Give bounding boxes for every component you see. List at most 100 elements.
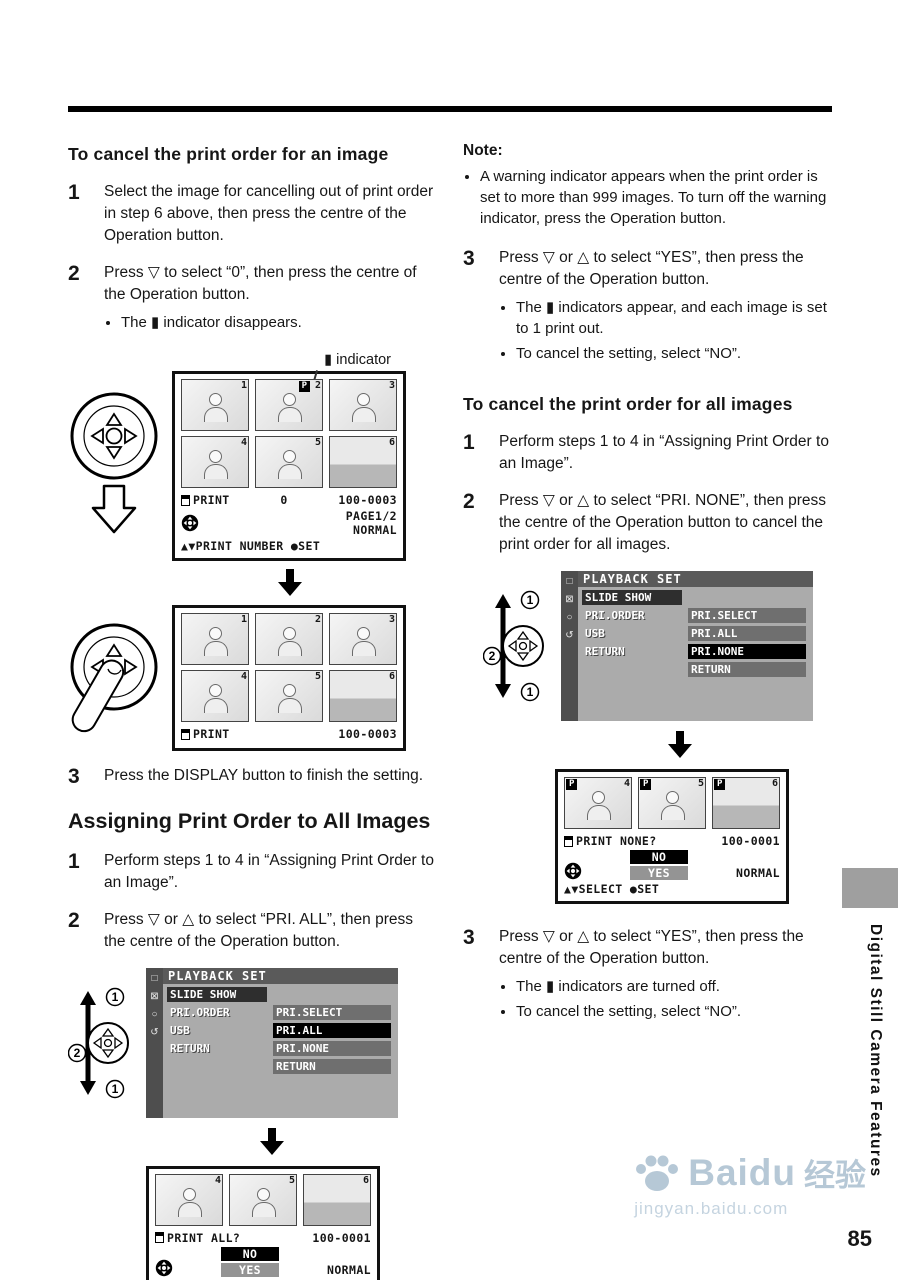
step-number: 3 [463,247,475,270]
thumbnail: 1 [181,613,249,665]
menu-tab-icon: □ [151,972,158,984]
print-mark: P [298,381,310,392]
menu-tab-icon: ↺ [565,630,574,641]
thumbnail: 6 [329,436,397,488]
menu-item-slide-show: SLIDE SHOW [167,986,267,1002]
step-number: 1 [463,431,475,454]
menu-item-usb: USB [585,627,605,640]
submenu-pri-select: PRI.SELECT [273,1004,391,1020]
step-text: Press ▽ or △ to select “YES”, then press… [499,928,804,967]
chapter-tab [842,868,898,908]
submenu-pri-all: PRI.ALL [688,626,806,641]
heading-assign-all: Assigning Print Order to All Images [68,809,431,834]
submenu-pri-none: PRI.NONE [273,1040,391,1056]
lcd-hint: ▲▼SELECT ●SET [155,1279,371,1280]
indicator-label: ▮ indicator [324,352,391,368]
lcd-quality: NORMAL [353,523,397,537]
figure-print-screen-2: 1 2 3 4 5 6 PRINT 100-0003 [68,605,437,751]
lcd-file-number: 100-0001 [721,834,780,848]
lcd-file-number: 100-0003 [338,727,397,741]
step-1: 1 Select the image for cancelling out of… [68,181,437,247]
lcd-quality: NORMAL [327,1262,371,1277]
watermark-brand-cn: 经验 [804,1158,866,1193]
menu-tab-icon: ⊠ [565,594,574,605]
thumbnail: 1 [181,379,249,431]
step-text: Press ▽ or △ to select “YES”, then press… [499,249,804,288]
operation-button-illustration [70,392,158,534]
chapter-title-vertical: Digital Still Camera Features [867,924,884,1178]
thumbnail: 6 [303,1173,371,1226]
step-number: 3 [463,926,475,949]
step-text: Perform steps 1 to 4 in “Assigning Print… [499,433,829,472]
step-c1: 1 Perform steps 1 to 4 in “Assigning Pri… [463,431,832,475]
lcd-file-number: 100-0001 [312,1230,371,1245]
operation-button-press-illustration [70,623,158,733]
thumbnail: 6 [329,670,397,722]
menu-tab-icon: ↺ [150,1026,159,1038]
lcd-hint: ▲▼SELECT ●SET [564,882,660,896]
figure-menu-pri-none: 1 1 2 □ ⊠ ○ ↺ [483,571,832,721]
menu-icon-strip: □ ⊠ ○ ↺ [561,571,578,721]
menu-item-pri-order: PRI.ORDER [170,1005,230,1019]
step-text: Press ▽ or △ to select “PRI. ALL”, then … [104,910,413,950]
step-3: 3 Press the DISPLAY button to finish the… [68,765,437,788]
thumbnail: 4 [181,436,249,488]
step-text: Select the image for cancelling out of p… [104,183,434,244]
print-mark: P [714,779,726,790]
submenu-pri-none-selected: PRI.NONE [688,644,806,659]
lcd-print-count: 0 [280,493,288,507]
lcd-file-number: 100-0003 [338,493,397,507]
step-text: Press ▽ to select “0”, then press the ce… [104,264,417,303]
lcd-print-label: PRINT [193,493,230,507]
step-3-right: 3 Press ▽ or △ to select “YES”, then pre… [463,247,832,368]
indicator-callout: ▮ indicator [68,352,437,368]
note-heading: Note: [463,142,503,159]
menu-icon-strip: □ ⊠ ○ ↺ [146,967,163,1118]
menu-item-pri-order: PRI.ORDER [585,609,645,622]
menu-item-return: RETURN [585,645,625,658]
thumbnail-grid: 1 2 3 4 5 6 [181,613,397,722]
right-column: Note: A warning indicator appears when t… [463,142,832,1280]
step-badge: 2 [489,649,496,663]
note-bullet: A warning indicator appears when the pri… [480,166,832,229]
step-c2: 2 Press ▽ or △ to select “PRI. NONE”, th… [463,490,832,556]
lcd-prompt: PRINT NONE? [576,834,657,848]
top-rule [68,106,832,112]
bullet: To cancel the setting, select “NO”. [516,343,832,364]
flow-arrow [260,1127,284,1156]
thumbnail: 4 [155,1173,223,1226]
page-number: 85 [847,1226,872,1251]
thumbnail: 4 [181,670,249,722]
flow-arrow [668,731,692,759]
step-badge: 1 [527,593,534,607]
watermark: Baidu 经验 jingyan.baidu.com [634,1150,866,1219]
operation-button-icon [155,1259,173,1276]
thumbnail: 5 [255,436,323,488]
step-number: 2 [68,908,80,932]
option-yes: YES [221,1262,280,1277]
operation-button-mini-illustration: 1 1 2 [483,590,544,702]
operation-button-mini-illustration: 1 1 2 [68,987,129,1098]
menu-screenshot: □ ⊠ ○ ↺ PLAYBACK SET SLIDE SHOW PRI.ORDE… [561,571,813,721]
step-number: 1 [68,181,80,204]
heading-cancel-single: To cancel the print order for an image [68,144,389,164]
camera-screen-2: 1 2 3 4 5 6 PRINT 100-0003 [172,605,406,751]
operation-button-icon [181,514,199,532]
figure-menu-pri-all: 1 1 2 □ ⊠ ○ ↺ [68,967,437,1118]
option-no: NO [630,850,689,864]
flow-arrow [278,569,302,597]
menu-tab-icon: ⊠ [150,990,159,1002]
thumbnail: 3 [329,613,397,665]
watermark-url: jingyan.baidu.com [634,1199,789,1218]
step-number: 2 [463,490,475,513]
camera-screen-print-all: 4 5 6 PRINT ALL? 100-0001 [146,1165,380,1280]
finger-illustration [71,659,125,733]
bullet: The ▮ indicators appear, and each image … [516,297,832,339]
step-text: Press the DISPLAY button to finish the s… [104,767,424,784]
menu-screenshot: □ ⊠ ○ ↺ PLAYBACK SET SLIDE SHOW PRI.ORDE… [146,967,398,1118]
